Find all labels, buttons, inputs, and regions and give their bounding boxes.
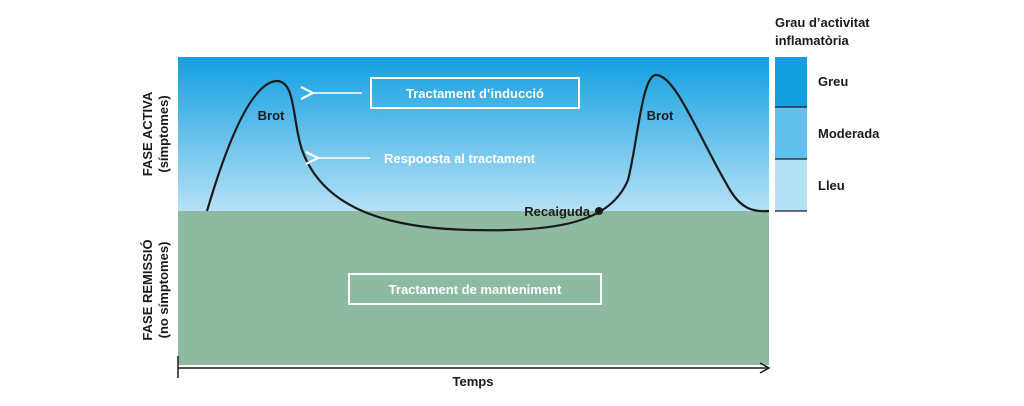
maintenance-treatment-box (348, 273, 602, 305)
legend-item-severe: Greu (818, 74, 848, 89)
active-phase-label: FASE ACTIVA (140, 91, 155, 176)
relapse-label: Recaiguda (524, 204, 591, 219)
active-phase-sublabel: (símptomes) (156, 95, 171, 172)
outbreak-label-2: Brot (647, 108, 674, 123)
remission-phase-sublabel: (no símptomes) (156, 242, 171, 339)
remission-phase-label: FASE REMISSIÓ (140, 239, 155, 340)
time-axis (177, 356, 771, 378)
outbreak-label-1: Brot (258, 108, 285, 123)
time-axis-label: Temps (453, 374, 494, 389)
legend-swatch-mild (775, 159, 807, 211)
legend-title-line2: inflamatòria (775, 33, 849, 48)
legend-swatch-moderate (775, 107, 807, 159)
induction-treatment-box (370, 77, 580, 109)
legend-swatch-severe (775, 57, 807, 107)
legend-item-mild: Lleu (818, 178, 845, 193)
relapse-point (595, 207, 603, 215)
treatment-response-label: Respoosta al tractament (384, 151, 536, 166)
disease-activity-curve (205, 73, 770, 232)
active-phase-area (178, 57, 769, 211)
maintenance-treatment-label: Tractament de manteniment (389, 282, 562, 297)
legend-item-moderate: Moderada (818, 126, 880, 141)
legend-title: Grau d’activitat (775, 15, 870, 30)
induction-treatment-label: Tractament d’inducció (406, 86, 544, 101)
remission-phase-area (178, 211, 769, 365)
legend: Grau d’activitat inflamatòria Greu Moder… (775, 15, 880, 212)
